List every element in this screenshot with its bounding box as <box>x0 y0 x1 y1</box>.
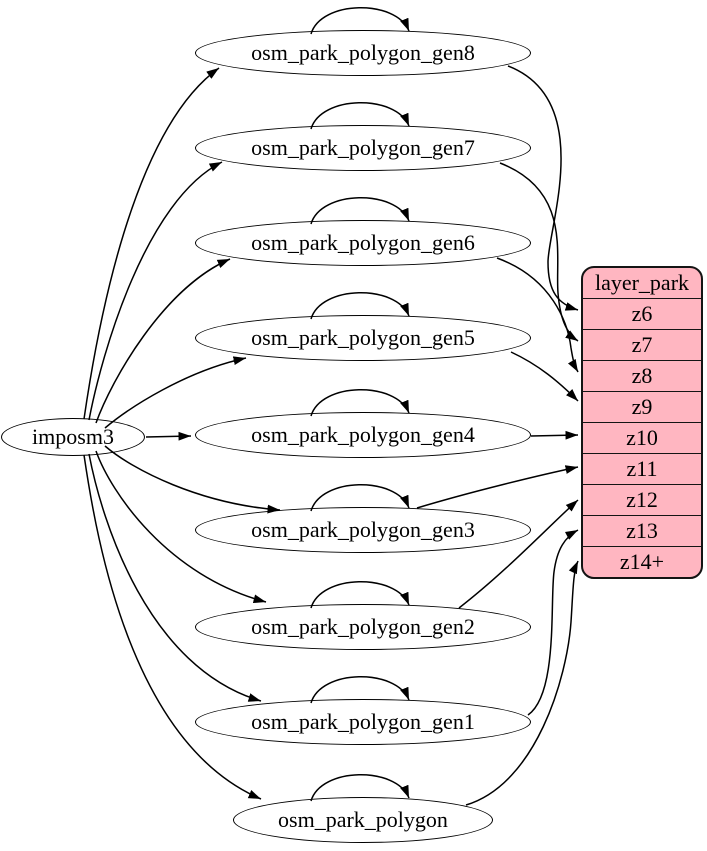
node-osm_park_polygon_gen5: osm_park_polygon_gen5 <box>195 315 531 361</box>
node-osm_park_polygon_gen4: osm_park_polygon_gen4 <box>195 412 531 458</box>
table-header: layer_park <box>594 270 690 295</box>
edge-osm_park_polygon_gen8-to-z6 <box>507 65 579 311</box>
edge-osm_park_polygon_gen5-to-z9 <box>510 351 579 402</box>
table-row-z7: z7 <box>583 329 701 360</box>
node-osm_park_polygon: osm_park_polygon <box>233 797 493 843</box>
table-row-z6: z6 <box>583 298 701 329</box>
node-label: osm_park_polygon_gen4 <box>251 422 475 447</box>
edge-osm_park_polygon_gen1-to-z13 <box>527 529 579 716</box>
node-label: osm_park_polygon_gen7 <box>251 135 475 160</box>
edge-imposm3-to-osm_park_polygon_gen4 <box>145 431 192 441</box>
table-row-z10: z10 <box>583 422 701 453</box>
node-label: osm_park_polygon <box>278 807 448 832</box>
node-label: osm_park_polygon_gen1 <box>251 709 475 734</box>
node-label: osm_park_polygon_gen8 <box>251 40 475 65</box>
table-row-z14plus: z14+ <box>583 546 701 577</box>
node-osm_park_polygon_gen1: osm_park_polygon_gen1 <box>195 699 531 745</box>
node-label: osm_park_polygon_gen5 <box>251 325 475 350</box>
edge-imposm3-to-osm_park_polygon_gen5 <box>104 356 247 429</box>
edge-osm_park_polygon_gen4-to-z10 <box>530 430 579 440</box>
node-osm_park_polygon_gen6: osm_park_polygon_gen6 <box>195 220 531 266</box>
table-row-z12: z12 <box>583 484 701 515</box>
edge-osm_park_polygon_gen3-to-z11 <box>416 465 579 509</box>
table-row-z11: z11 <box>583 453 701 484</box>
node-label: osm_park_polygon_gen3 <box>251 517 475 542</box>
edge-imposm3-to-osm_park_polygon_gen1 <box>88 453 262 702</box>
edge-imposm3-to-osm_park_polygon_gen7 <box>88 161 223 421</box>
node-osm_park_polygon_gen3: osm_park_polygon_gen3 <box>195 507 531 553</box>
node-label: osm_park_polygon_gen6 <box>251 230 475 255</box>
node-label: osm_park_polygon_gen2 <box>251 614 475 639</box>
node-label: imposm3 <box>32 424 114 449</box>
table-row-z13: z13 <box>583 515 701 546</box>
edge-imposm3-to-osm_park_polygon_gen3 <box>104 445 281 514</box>
node-osm_park_polygon_gen7: osm_park_polygon_gen7 <box>195 125 531 171</box>
table-row-z8: z8 <box>583 360 701 391</box>
edge-osm_park_polygon-to-z14plus <box>465 560 579 806</box>
edge-osm_park_polygon_gen6-to-z8 <box>496 257 579 373</box>
node-imposm3: imposm3 <box>1 418 145 456</box>
table-row-z9: z9 <box>583 391 701 422</box>
node-osm_park_polygon_gen2: osm_park_polygon_gen2 <box>195 604 531 650</box>
node-osm_park_polygon_gen8: osm_park_polygon_gen8 <box>195 30 531 76</box>
